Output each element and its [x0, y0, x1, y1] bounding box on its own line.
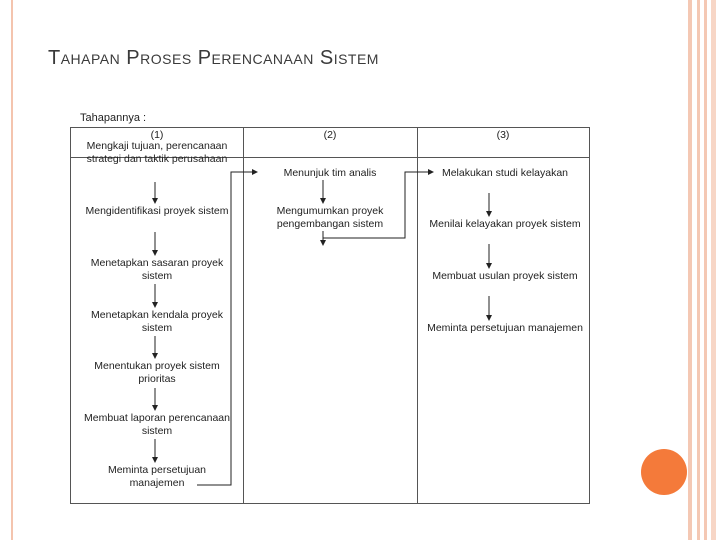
column-header-1: (1) — [150, 129, 164, 141]
right-decor-stripe — [704, 0, 707, 540]
process-diagram: Tahapannya : (1) (2) (3) Mengkaji tujuan… — [70, 110, 590, 505]
flow-arrows — [152, 169, 492, 486]
col2-step-1: Menunjuk tim analis — [283, 167, 377, 179]
column-divider — [417, 128, 418, 503]
diagram-heading: Tahapannya : — [80, 112, 147, 124]
left-accent-rule — [11, 0, 13, 540]
col2-step-2: Mengumumkan proyek pengembangan sistem — [276, 205, 384, 230]
right-decor-stripe — [697, 0, 700, 540]
col3-step-3: Membuat usulan proyek sistem — [432, 270, 578, 282]
col3-step-4: Meminta persetujuan manajemen — [427, 322, 583, 334]
diagram-frame: (1) (2) (3) Mengkaji tujuan, perencanaan… — [70, 127, 590, 504]
orange-circle-decoration — [641, 449, 687, 495]
col1-step-4: Menetapkan kendala proyek sistem — [91, 309, 223, 334]
connector-col2-col3 — [323, 169, 434, 239]
column-divider — [243, 128, 244, 503]
right-decor-stripe — [688, 0, 692, 540]
slide-title: Tahapan Proses Perencanaan Sistem — [48, 47, 379, 69]
col1-step-1: Mengkaji tujuan, perencanaan strategi da… — [86, 140, 228, 165]
col1-step-5: Menentukan proyek sistem prioritas — [94, 360, 220, 385]
col3-step-1: Melakukan studi kelayakan — [441, 167, 569, 179]
col1-step-6: Membuat laporan perencanaan sistem — [84, 412, 230, 437]
right-decor-stripe — [711, 0, 716, 540]
col1-step-7: Meminta persetujuan manajemen — [107, 464, 207, 489]
col1-step-2: Mengidentifikasi proyek sistem — [85, 205, 229, 217]
connector-col1-col2 — [197, 169, 258, 486]
col3-step-2: Menilai kelayakan proyek sistem — [429, 218, 581, 230]
column-header-3: (3) — [496, 129, 510, 141]
col1-step-3: Menetapkan sasaran proyek sistem — [90, 257, 224, 282]
header-divider — [71, 157, 589, 158]
column-header-2: (2) — [323, 129, 337, 141]
